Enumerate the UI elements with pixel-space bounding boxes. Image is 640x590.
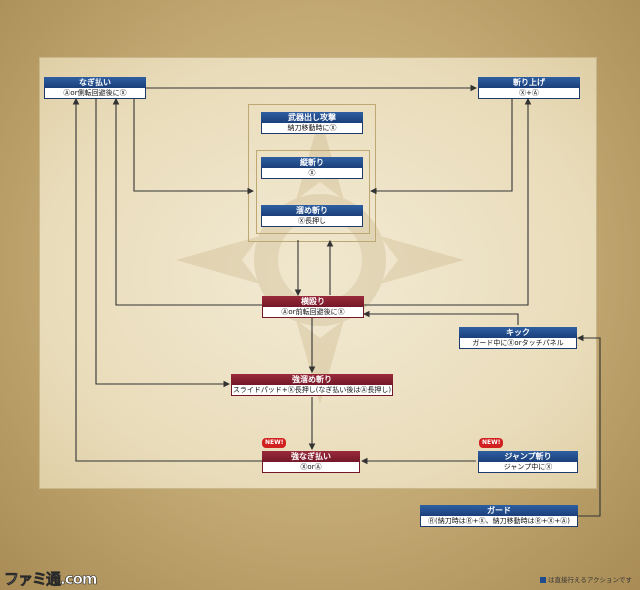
node-title: 縦斬り — [261, 157, 363, 168]
node-title: 強溜め斬り — [231, 374, 393, 385]
node-title: ガード — [420, 505, 578, 516]
node-buki: 武器出し攻撃 納刀移動時にⓍ — [261, 112, 363, 134]
node-title: ジャンプ斬り — [478, 451, 578, 462]
new-badge-jump: NEW! — [479, 438, 504, 448]
node-jump: ジャンプ斬り ジャンプ中にⓍ — [478, 451, 578, 473]
node-command: スライドパッド+Ⓧ長押し(なぎ払い後はⒶ長押し) — [231, 385, 393, 396]
node-kyonagi: 強なぎ払い ⓍorⒶ — [262, 451, 360, 473]
node-guard: ガード Ⓡ(納刀時はⓇ+Ⓧ、納刀移動時はⓇ+Ⓧ+Ⓐ) — [420, 505, 578, 527]
monster-crest-watermark — [176, 116, 464, 404]
node-nagi: なぎ払い Ⓐor側転回避後にⓍ — [44, 77, 146, 99]
node-title: 溜め斬り — [261, 205, 363, 216]
node-yoko: 横殴り Ⓐor前転回避後にⓍ — [262, 296, 364, 318]
famitsu-logo: ファミ通.com — [4, 570, 98, 589]
node-command: Ⓧ+Ⓐ — [478, 88, 580, 99]
node-kick: キック ガード中にⓍorタッチパネル — [459, 327, 577, 349]
node-command: Ⓡ(納刀時はⓇ+Ⓧ、納刀移動時はⓇ+Ⓧ+Ⓐ) — [420, 516, 578, 527]
node-command: ⓍorⒶ — [262, 462, 360, 473]
node-kyotame: 強溜め斬り スライドパッド+Ⓧ長押し(なぎ払い後はⒶ長押し) — [231, 374, 393, 396]
node-command: Ⓧ長押し — [261, 216, 363, 227]
node-title: 強なぎ払い — [262, 451, 360, 462]
new-badge-kyonagi: NEW! — [262, 438, 287, 448]
node-tame: 溜め斬り Ⓧ長押し — [261, 205, 363, 227]
group-inner — [256, 150, 370, 234]
node-command: ガード中にⓍorタッチパネル — [459, 338, 577, 349]
node-tate: 縦斬り Ⓧ — [261, 157, 363, 179]
node-command: Ⓐor前転回避後にⓍ — [262, 307, 364, 318]
node-title: 横殴り — [262, 296, 364, 307]
node-title: 斬り上げ — [478, 77, 580, 88]
legend-note-text: は直接行えるアクションです — [548, 576, 632, 584]
node-command: 納刀移動時にⓍ — [261, 123, 363, 134]
node-title: キック — [459, 327, 577, 338]
node-command: Ⓧ — [261, 168, 363, 179]
group-outer — [248, 104, 376, 242]
node-title: なぎ払い — [44, 77, 146, 88]
node-command: Ⓐor側転回避後にⓍ — [44, 88, 146, 99]
node-title: 武器出し攻撃 — [261, 112, 363, 123]
legend-note: は直接行えるアクションです — [540, 574, 632, 584]
blue-square-icon — [540, 577, 547, 583]
node-command: ジャンプ中にⓍ — [478, 462, 578, 473]
node-kiriage: 斬り上げ Ⓧ+Ⓐ — [478, 77, 580, 99]
